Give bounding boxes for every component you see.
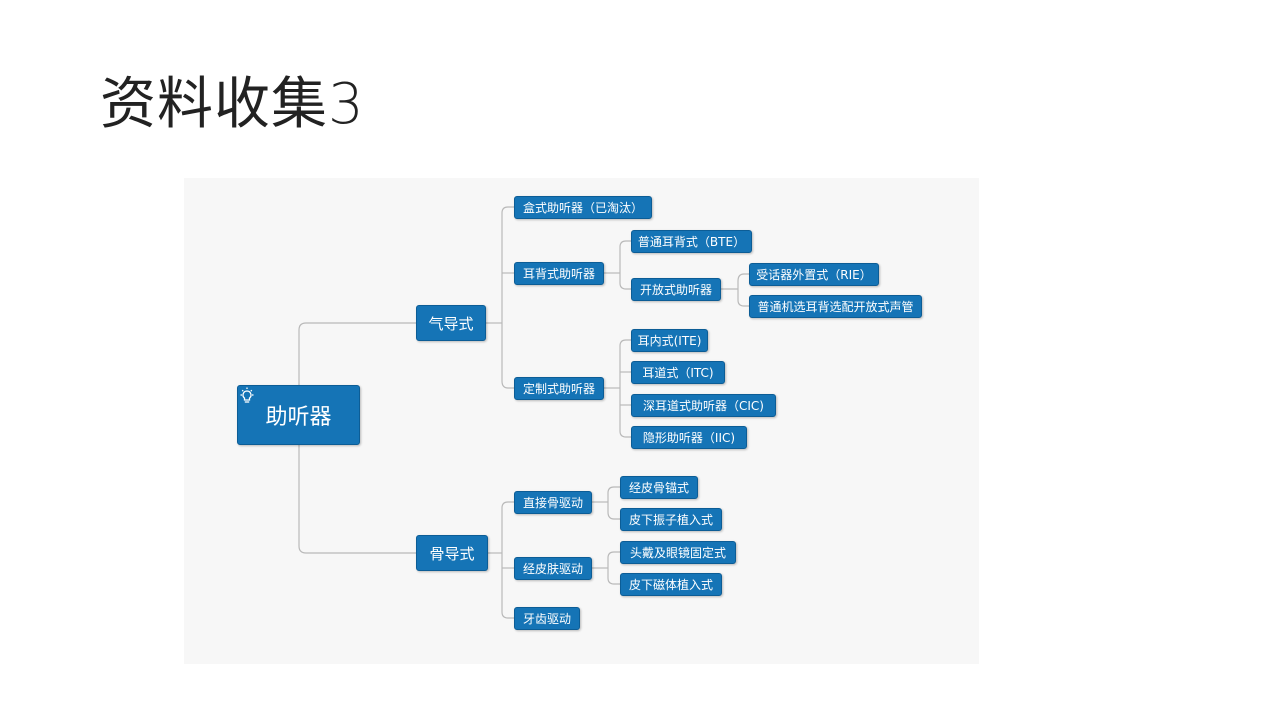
branch-bone-conduction[interactable]: 骨导式 [416,535,488,571]
slide-title: 资料收集3 [100,72,365,137]
node-transcutaneous[interactable]: 经皮肤驱动 [514,557,592,580]
node-baha[interactable]: 经皮骨锚式 [620,476,698,499]
node-open-fit[interactable]: 开放式助听器 [631,278,721,301]
node-itc[interactable]: 耳道式（ITC) [631,361,725,384]
root-node[interactable]: 助听器 [237,385,360,445]
node-iic[interactable]: 隐形助听器（IIC) [631,426,747,449]
node-subcutaneous-magnet[interactable]: 皮下磁体植入式 [620,573,722,596]
node-tooth-drive[interactable]: 牙齿驱动 [514,607,580,630]
lightbulb-icon [240,387,254,403]
mindmap-panel: 助听器 气导式 骨导式 盒式助听器（已淘汰） 耳背式助听器 定制式助听器 普通耳… [184,178,979,664]
node-ite[interactable]: 耳内式(ITE) [631,329,708,352]
node-direct-bone[interactable]: 直接骨驱动 [514,491,592,514]
node-normal-open-tube[interactable]: 普通机选耳背选配开放式声管 [749,295,922,318]
root-label: 助听器 [265,405,332,430]
node-cic[interactable]: 深耳道式助听器（CIC) [631,394,776,417]
node-rie[interactable]: 受话器外置式（RIE） [749,263,879,286]
node-custom[interactable]: 定制式助听器 [514,377,604,400]
node-box-hearing-aid[interactable]: 盒式助听器（已淘汰） [514,196,652,219]
branch-air-conduction[interactable]: 气导式 [416,305,486,341]
node-normal-bte[interactable]: 普通耳背式（BTE） [631,230,752,253]
node-headband-glasses[interactable]: 头戴及眼镜固定式 [620,541,736,564]
node-subcutaneous-vibrator[interactable]: 皮下振子植入式 [620,508,722,531]
node-bte[interactable]: 耳背式助听器 [514,262,604,285]
connector-lines [298,206,749,619]
